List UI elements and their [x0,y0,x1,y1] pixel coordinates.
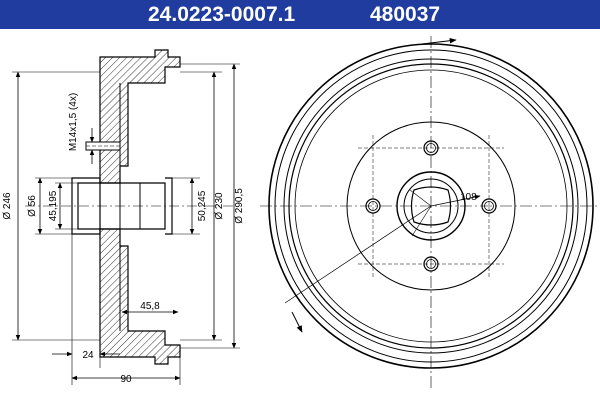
overall-diameter-label: Ø 246 [2,192,13,220]
thread-label: M14x1,5 (4x) [68,93,79,151]
bolt-circle-label: 108 [460,192,477,203]
hub-bore-front [410,186,452,226]
drum-depth-label: 45,8 [140,301,160,312]
total-width-label: 90 [120,374,132,385]
reference-number: 480037 [370,3,441,26]
hub-bore-label: Ø 56 [27,195,38,217]
title-bar: 24.0223-0007.1 480037 [0,0,600,29]
hub-body [71,177,101,235]
outer-diameter-label: Ø 290,5 [234,188,245,224]
technical-drawing: Ø 246 Ø 56 45,195 M14x1,5 (4x) 50,245 Ø … [2,36,600,390]
part-number: 24.0223-0007.1 [148,3,296,26]
front-view [260,36,600,390]
section-view [12,49,240,385]
inner-diameter-label: Ø 230 [214,192,225,220]
flange-depth-label: 50,245 [197,190,208,221]
flange-width-label: 24 [82,350,94,361]
hub-bore [77,182,166,230]
centering-diameter-label: 45,195 [48,190,59,221]
